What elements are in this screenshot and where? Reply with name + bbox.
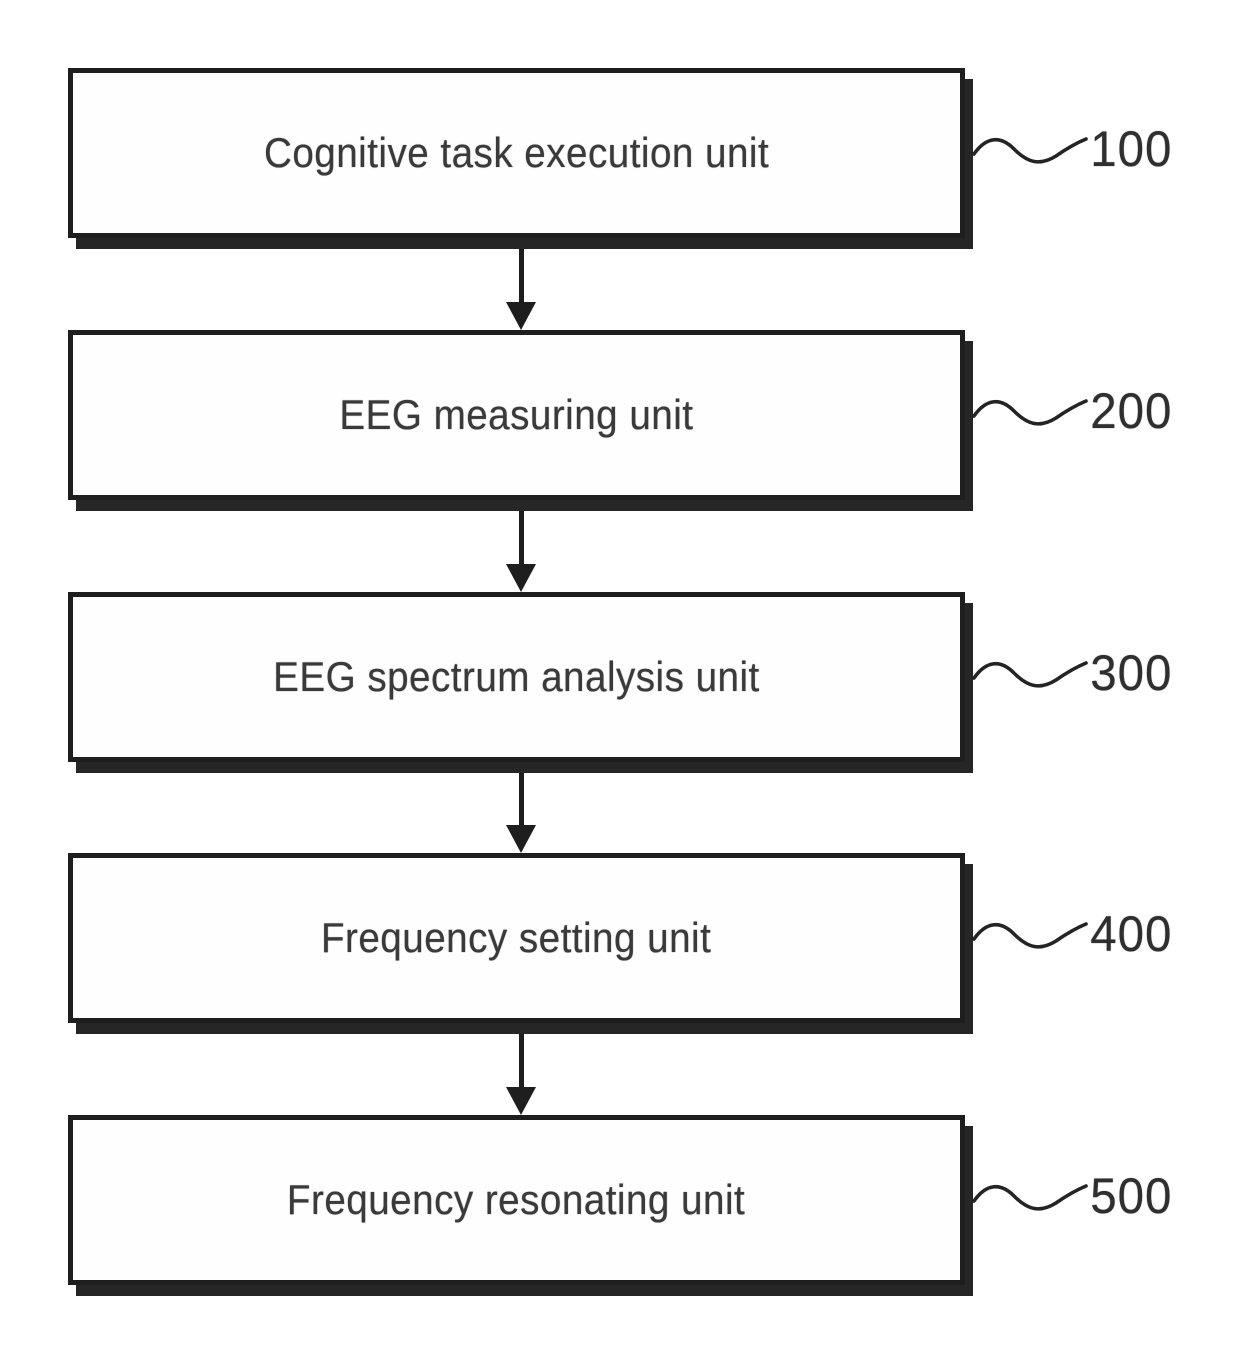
reference-number: 100	[1090, 121, 1173, 177]
arrow-head-icon	[506, 825, 536, 853]
unit-box-frequency-setting: Frequency setting unit	[68, 853, 965, 1023]
reference-number: 300	[1090, 645, 1173, 701]
unit-label: EEG spectrum analysis unit	[273, 653, 760, 700]
reference-number: 200	[1090, 383, 1173, 439]
reference-number: 500	[1090, 1168, 1173, 1224]
arrow-head-icon	[506, 302, 536, 330]
reference-squiggle-line	[972, 399, 1088, 426]
arrow-head-icon	[506, 1087, 536, 1115]
unit-box-frequency-resonating: Frequency resonating unit	[68, 1115, 965, 1285]
reference-squiggle-line	[972, 1184, 1088, 1211]
unit-label: EEG measuring unit	[339, 391, 694, 438]
unit-box-cognitive-task: Cognitive task execution unit	[68, 68, 965, 238]
reference-number: 400	[1090, 906, 1173, 962]
arrow-head-icon	[506, 564, 536, 592]
unit-box-eeg-spectrum-analysis: EEG spectrum analysis unit	[68, 592, 965, 762]
unit-label: Cognitive task execution unit	[263, 129, 770, 176]
flow-arrow-down-3	[506, 773, 536, 853]
flow-arrow-down-1	[506, 249, 536, 330]
reference-squiggle-line	[972, 922, 1088, 949]
arrow-shaft	[518, 249, 524, 303]
unit-box-eeg-measuring: EEG measuring unit	[68, 330, 965, 500]
flow-arrow-down-4	[506, 1034, 536, 1115]
arrow-shaft	[518, 773, 524, 826]
arrow-shaft	[518, 1034, 524, 1088]
reference-squiggle-line	[972, 661, 1088, 688]
arrow-shaft	[518, 511, 524, 565]
unit-label: Frequency resonating unit	[287, 1176, 746, 1223]
reference-squiggle-line	[972, 137, 1088, 164]
unit-label: Frequency setting unit	[321, 914, 712, 961]
flow-arrow-down-2	[506, 511, 536, 592]
